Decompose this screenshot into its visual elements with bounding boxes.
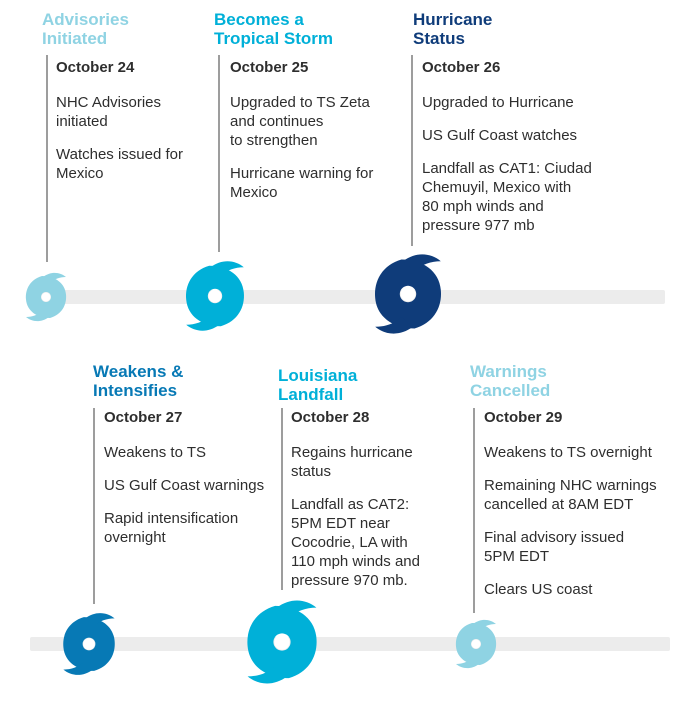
- event-connector-line: [218, 55, 220, 252]
- event-details: October 26 Upgraded to Hurricane US Gulf C…: [422, 58, 592, 249]
- event-connector-line: [473, 408, 475, 613]
- event-date: October 24: [56, 59, 135, 76]
- event-date: October 25: [230, 59, 309, 76]
- hurricane-icon: [186, 261, 244, 331]
- event-item: US Gulf Coast watches: [422, 127, 578, 144]
- event-date: October 27: [104, 409, 183, 426]
- timeline-track-top: [30, 290, 665, 304]
- timeline-track-bottom: [30, 637, 670, 651]
- event-date: October 28: [291, 409, 370, 426]
- event-item: Upgraded to Hurricane: [422, 94, 574, 111]
- event-item: US Gulf Coast warnings: [104, 477, 265, 494]
- event-title: Weakens &Intensifies: [93, 362, 184, 400]
- event-item: Weakens to TS overnight: [484, 444, 652, 461]
- event-date: October 26: [422, 59, 501, 76]
- event-details: October 27 Weakens to TS US Gulf Coast war…: [104, 408, 264, 561]
- hurricane-icon: [455, 619, 497, 669]
- hurricane-icon: [247, 600, 317, 684]
- event-connector-line: [93, 408, 95, 604]
- event-item: Clears US coast: [484, 581, 593, 598]
- hurricane-icon: [25, 272, 67, 322]
- hurricane-icon: [63, 613, 115, 675]
- event-connector-line: [46, 55, 48, 262]
- event-item: Weakens to TS: [104, 444, 206, 461]
- event-connector-line: [281, 408, 283, 590]
- hurricane-icon: [374, 254, 442, 334]
- event-connector-line: [411, 55, 413, 246]
- event-date: October 29: [484, 409, 563, 426]
